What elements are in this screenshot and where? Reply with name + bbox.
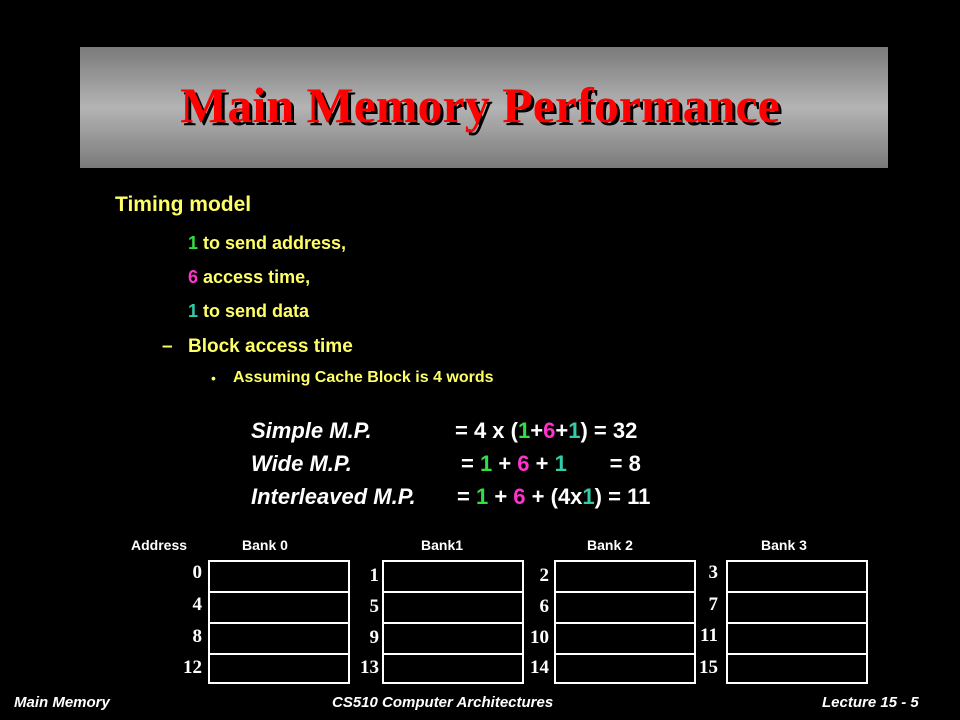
memory-bank-2 — [554, 560, 696, 684]
memory-cell — [728, 593, 866, 624]
memory-cell — [384, 593, 522, 624]
memory-bank-0 — [208, 560, 350, 684]
memory-cell — [728, 655, 866, 685]
mp-name: Wide M.P. — [251, 451, 352, 476]
timing-num: 1 — [188, 301, 199, 321]
bank-address: 0 — [192, 562, 203, 583]
simple-mp-line: Simple M.P. = 4 x (1+6+1) = 32 — [0, 418, 960, 448]
bank-address: 1 — [369, 565, 380, 586]
mp-equation: = 1 + 6 + (4x1) = 11 — [457, 484, 651, 509]
memory-cell — [384, 562, 522, 593]
bank-address: 3 — [708, 562, 719, 583]
timing-item-data: 1 to send data — [188, 301, 309, 322]
wide-mp-line: Wide M.P. = 1 + 6 + 1 = 8 — [0, 451, 960, 481]
bank-label-3: Bank 3 — [761, 537, 807, 553]
dash-marker: – — [162, 336, 173, 357]
heading-timing-model: Timing model — [115, 193, 252, 216]
title-bar — [80, 47, 888, 168]
timing-text: to send address, — [198, 233, 347, 253]
bank-address: 12 — [183, 657, 202, 678]
bank-label-2: Bank 2 — [587, 537, 633, 553]
interleaved-mp-line: Interleaved M.P. = 1 + 6 + (4x1) = 11 — [0, 484, 960, 514]
bank-label-0: Bank 0 — [242, 537, 288, 553]
bank-address: 14 — [530, 657, 549, 678]
timing-num: 1 — [188, 233, 199, 253]
bank-address: 11 — [700, 625, 718, 646]
memory-cell — [210, 655, 348, 685]
memory-cell — [210, 562, 348, 593]
slide-title: Main Memory Performance — [180, 77, 780, 133]
bank-address: 6 — [539, 596, 550, 617]
bank-address: 8 — [192, 626, 203, 647]
footer-center: CS510 Computer Architectures — [332, 694, 554, 711]
memory-bank-3 — [726, 560, 868, 684]
bank-address: 5 — [369, 596, 380, 617]
mp-name: Interleaved M.P. — [251, 484, 416, 509]
memory-cell — [728, 562, 866, 593]
footer-right: Lecture 15 - 5 — [822, 694, 919, 711]
assumption-text: Assuming Cache Block is 4 words — [233, 369, 494, 386]
memory-cell — [728, 624, 866, 655]
address-label: Address — [131, 537, 188, 553]
bank-address: 7 — [708, 594, 719, 615]
bank-label-1: Bank1 — [421, 537, 464, 553]
timing-text: to send data — [198, 301, 310, 321]
memory-cell — [210, 593, 348, 624]
bank-address: 10 — [530, 627, 549, 648]
bank-address: 9 — [369, 627, 380, 648]
bank-address: 2 — [539, 565, 550, 586]
mp-equation: = 4 x (1+6+1) = 32 — [455, 418, 638, 443]
memory-cell — [556, 593, 694, 624]
bank-address: 13 — [360, 657, 379, 678]
timing-num: 6 — [188, 267, 199, 287]
memory-bank-1 — [382, 560, 524, 684]
timing-text: access time, — [198, 267, 311, 287]
block-access-heading: Block access time — [188, 336, 353, 357]
timing-item-address: 1 to send address, — [188, 233, 346, 254]
footer-left: Main Memory — [14, 694, 110, 711]
bank-address: 15 — [699, 657, 718, 678]
memory-cell — [556, 624, 694, 655]
memory-cell — [384, 624, 522, 655]
bank-address: 4 — [192, 594, 203, 615]
mp-name: Simple M.P. — [251, 418, 372, 443]
memory-cell — [210, 624, 348, 655]
timing-item-access: 6 access time, — [188, 267, 310, 288]
memory-cell — [556, 562, 694, 593]
bullet-marker: • — [211, 370, 216, 386]
mp-equation: = 1 + 6 + 1 = 8 — [461, 451, 641, 476]
